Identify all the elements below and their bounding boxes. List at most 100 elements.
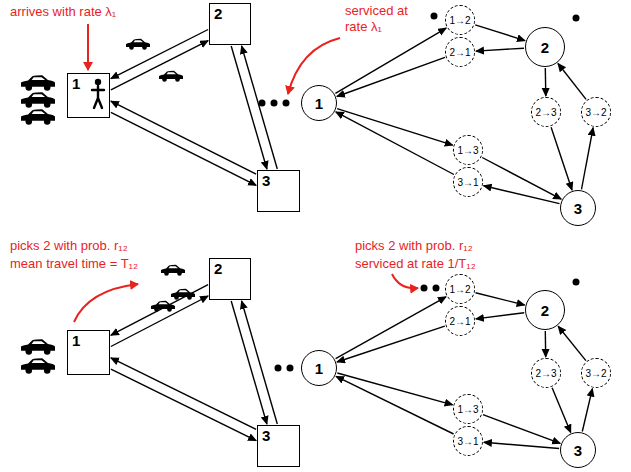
flow-arrow bbox=[582, 128, 594, 190]
node-label: 1→3 bbox=[457, 404, 478, 415]
queue-dot bbox=[573, 279, 580, 286]
flow-arrow bbox=[111, 101, 256, 174]
flow-arrow bbox=[242, 301, 278, 424]
red-arrow bbox=[74, 284, 138, 322]
node-label: 3 bbox=[262, 172, 270, 189]
node-label: 1→2 bbox=[449, 284, 470, 295]
transit-queue: 3→2 bbox=[581, 97, 611, 127]
queue-dot bbox=[433, 285, 440, 292]
queue-dot bbox=[287, 365, 294, 372]
node-label: 2→1 bbox=[449, 47, 470, 58]
node-label: 1→2 bbox=[449, 15, 470, 26]
station-box: 1 bbox=[67, 73, 110, 118]
queue-dot bbox=[431, 13, 438, 20]
flow-arrow bbox=[484, 442, 559, 448]
car-icon bbox=[21, 75, 55, 91]
node-label: 3 bbox=[574, 442, 582, 459]
queue-dot bbox=[573, 15, 580, 22]
annotation: serviced at rate 1/T₁₂ bbox=[355, 256, 476, 272]
node-label: 3→2 bbox=[585, 368, 606, 379]
flow-arrow bbox=[545, 331, 547, 357]
queue-node: 1 bbox=[301, 85, 337, 121]
annotation: picks 2 with prob. r₁₂ bbox=[355, 238, 473, 254]
flow-arrow bbox=[337, 57, 445, 96]
node-label: 1→3 bbox=[457, 145, 478, 156]
annotation: mean travel time = T₁₂ bbox=[10, 256, 138, 272]
flow-arrow bbox=[111, 296, 208, 347]
annotation: serviced at rate λ₁ bbox=[345, 3, 427, 35]
station-box: 2 bbox=[209, 3, 251, 45]
node-label: 2→3 bbox=[535, 368, 556, 379]
flow-arrow bbox=[484, 186, 560, 204]
node-label: 3→1 bbox=[457, 177, 478, 188]
flow-arrow bbox=[336, 297, 446, 359]
flow-arrow bbox=[337, 326, 445, 362]
transit-queue: 2→3 bbox=[531, 97, 561, 127]
queue-node: 2 bbox=[525, 290, 565, 330]
transit-queue: 3→1 bbox=[453, 426, 483, 456]
node-label: 2 bbox=[541, 302, 549, 319]
node-label: 3→1 bbox=[457, 436, 478, 447]
flow-arrow bbox=[552, 388, 571, 433]
queue-dot bbox=[271, 100, 278, 107]
flow-arrow bbox=[475, 25, 525, 41]
node-label: 3 bbox=[574, 200, 582, 217]
node-label: 2→1 bbox=[449, 316, 470, 327]
node-label: 2 bbox=[214, 5, 222, 22]
flow-arrow bbox=[111, 112, 256, 185]
flow-arrow bbox=[242, 46, 278, 169]
annotation: picks 2 with prob. r₁₂ bbox=[10, 238, 128, 254]
car-icon bbox=[126, 39, 150, 50]
flow-arrow bbox=[476, 313, 524, 319]
car-icon bbox=[159, 71, 183, 82]
flow-arrow bbox=[476, 48, 524, 51]
car-icon bbox=[21, 109, 55, 125]
transit-queue: 2→3 bbox=[531, 358, 561, 388]
flow-arrow bbox=[551, 127, 572, 190]
flow-arrow bbox=[111, 41, 208, 90]
node-label: 2 bbox=[214, 260, 222, 277]
station-box: 3 bbox=[257, 425, 300, 467]
queue-node: 3 bbox=[560, 190, 596, 226]
flow-arrow bbox=[336, 112, 454, 175]
car-icon bbox=[21, 339, 55, 355]
transit-queue: 1→2 bbox=[445, 5, 475, 35]
flow-arrow bbox=[483, 415, 560, 444]
flow-arrow bbox=[476, 293, 525, 305]
transit-queue: 2→1 bbox=[445, 37, 475, 67]
transit-queue: 2→1 bbox=[445, 306, 475, 336]
flow-arrow bbox=[558, 64, 586, 100]
car-icon bbox=[151, 301, 175, 312]
flow-arrow bbox=[231, 46, 267, 169]
queue-node: 3 bbox=[560, 432, 596, 468]
station-box: 2 bbox=[209, 258, 251, 300]
transit-queue: 3→1 bbox=[453, 167, 483, 197]
flow-arrow bbox=[337, 109, 453, 146]
red-arrow bbox=[392, 274, 418, 288]
node-label: 1 bbox=[72, 75, 80, 92]
flow-arrow bbox=[336, 376, 454, 434]
queue-dot bbox=[421, 285, 428, 292]
flow-arrow bbox=[111, 369, 256, 441]
car-icon bbox=[161, 265, 185, 276]
node-label: 1 bbox=[72, 332, 80, 349]
red-arrow bbox=[87, 24, 89, 70]
node-label: 2→3 bbox=[535, 107, 556, 118]
car-icon bbox=[21, 358, 55, 374]
node-label: 3 bbox=[262, 427, 270, 444]
transit-queue: 1→3 bbox=[453, 135, 483, 165]
flow-arrow bbox=[111, 285, 208, 336]
station-box: 3 bbox=[257, 170, 300, 212]
transit-queue: 3→2 bbox=[581, 358, 611, 388]
flow-arrow bbox=[582, 389, 592, 432]
node-label: 3→2 bbox=[585, 107, 606, 118]
flow-arrow bbox=[335, 28, 446, 93]
flow-arrow bbox=[337, 373, 452, 405]
queue-dot bbox=[275, 365, 282, 372]
transit-queue: 1→3 bbox=[453, 394, 483, 424]
node-label: 2 bbox=[541, 39, 549, 56]
transit-queue: 1→2 bbox=[445, 274, 475, 304]
